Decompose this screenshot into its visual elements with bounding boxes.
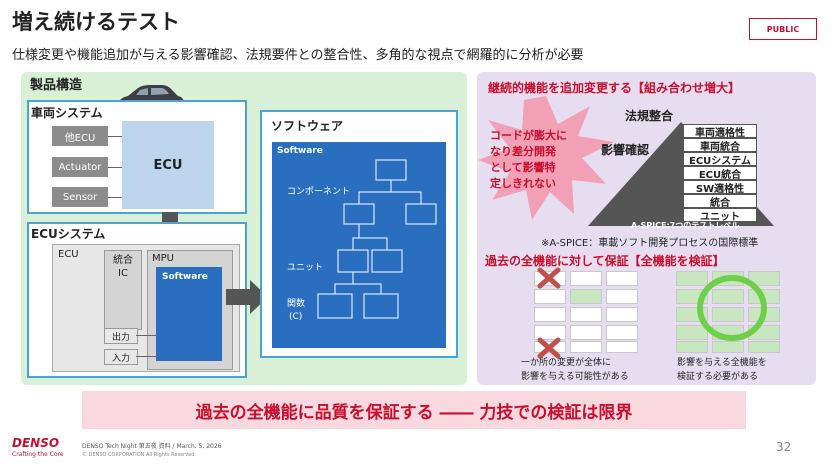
connector-line — [108, 167, 122, 168]
product-structure-title: 製品構造 — [30, 78, 83, 93]
connector-line — [108, 136, 122, 137]
left-caption: 一か所の変更が全体に 影響を与える可能性がある — [521, 356, 629, 384]
burst-line-4: 定しきれない — [490, 177, 556, 190]
level-integration: 統合 — [683, 194, 757, 209]
level-vehicle-integration: 車両統合 — [683, 138, 757, 153]
actuator-block: Actuator — [52, 157, 108, 177]
ecu-inner-label: ECU — [58, 249, 79, 260]
unit-label: ユニット — [287, 263, 324, 273]
left-caption-line-1: 一か所の変更が全体に — [521, 358, 612, 368]
burst-line-2: なり差分開発 — [490, 145, 556, 158]
connector-line — [136, 335, 156, 336]
burst-text: コードが膨大に なり差分開発 として影響特 定しきれない — [490, 128, 567, 192]
connector-line — [108, 197, 122, 198]
x-mark-icon — [537, 267, 561, 289]
input-port: 入力 — [104, 349, 138, 365]
software-label: Software — [277, 146, 323, 156]
page-subtitle: 仕様変更や機能追加が与える影響確認、法規要件との整合性、多角的な視点で網羅的に分… — [12, 48, 584, 63]
impact-label: 影響確認 — [601, 143, 650, 157]
denso-tagline: Crafting the Core — [12, 451, 64, 458]
right-caption-line-1: 影響を与える全機能を — [677, 358, 767, 368]
pyramid-caption: A-SPICE:7つのテストレベル — [631, 221, 740, 230]
combination-title: 継続的機能を追加変更する【組み合わせ増大】 — [488, 81, 741, 95]
check-circle-icon — [697, 275, 767, 341]
right-caption: 影響を与える全機能を 検証する必要がある — [677, 356, 767, 384]
compliance-label: 法規整合 — [625, 109, 674, 123]
guarantee-title: 過去の全機能に対して保証【全機能を検証】 — [485, 254, 725, 268]
connector-line — [136, 356, 156, 357]
integrated-ic-label: 統合IC — [113, 255, 133, 279]
x-mark-icon — [537, 337, 561, 359]
ecu-block: ECU — [122, 121, 214, 209]
mpu-software-block: Software — [156, 267, 222, 361]
burst-icon — [478, 96, 614, 220]
component-label: コンポーネント — [287, 187, 351, 197]
sensor-block: Sensor — [52, 187, 108, 207]
denso-logo: DENSO — [12, 436, 60, 450]
page-title: 増え続けるテスト — [12, 10, 180, 34]
footer-copyright: © DENSO CORPORATION All Rights Reserved. — [82, 452, 196, 458]
other-ecu-block: 他ECU — [52, 126, 108, 146]
page-number: 32 — [776, 440, 792, 454]
mpu-label: MPU — [152, 253, 174, 264]
function-c-label: (C) — [289, 312, 303, 322]
aspice-note: ※A-SPICE：車載ソフト開発プロセスの国際標準 — [541, 238, 759, 249]
level-sw-qualification: SW適格性 — [683, 180, 757, 195]
level-vehicle-qualification: 車両適格性 — [683, 124, 757, 139]
burst-line-1: コードが膨大に — [490, 129, 567, 142]
burst-line-3: として影響特 — [490, 161, 556, 174]
public-badge: PUBLIC — [749, 18, 817, 40]
left-caption-line-2: 影響を与える可能性がある — [521, 372, 629, 382]
conclusion-banner: 過去の全機能に品質を保証する ―― 力技での検証は限界 — [82, 391, 746, 429]
integrated-ic-box — [104, 250, 142, 330]
output-port: 出力 — [104, 328, 138, 344]
function-label: 関数 — [287, 299, 306, 309]
level-ecu-integration: ECU統合 — [683, 166, 757, 181]
right-caption-line-2: 検証する必要がある — [677, 372, 759, 382]
right-arrow-icon — [226, 280, 268, 314]
footer-event: DENSO Tech Night 第五夜 資料 / March. 5, 2026 — [82, 443, 222, 450]
level-unit: ユニット — [683, 208, 757, 223]
software-diagram — [272, 142, 446, 348]
full-verification-grid — [676, 271, 786, 353]
software-tree-diagram — [317, 159, 437, 319]
software-section-label: ソフトウェア — [271, 119, 344, 133]
level-ecu-system: ECUシステム — [683, 152, 757, 167]
vehicle-system-label: 車両システム — [31, 106, 103, 120]
ecu-system-label: ECUシステム — [31, 227, 106, 241]
